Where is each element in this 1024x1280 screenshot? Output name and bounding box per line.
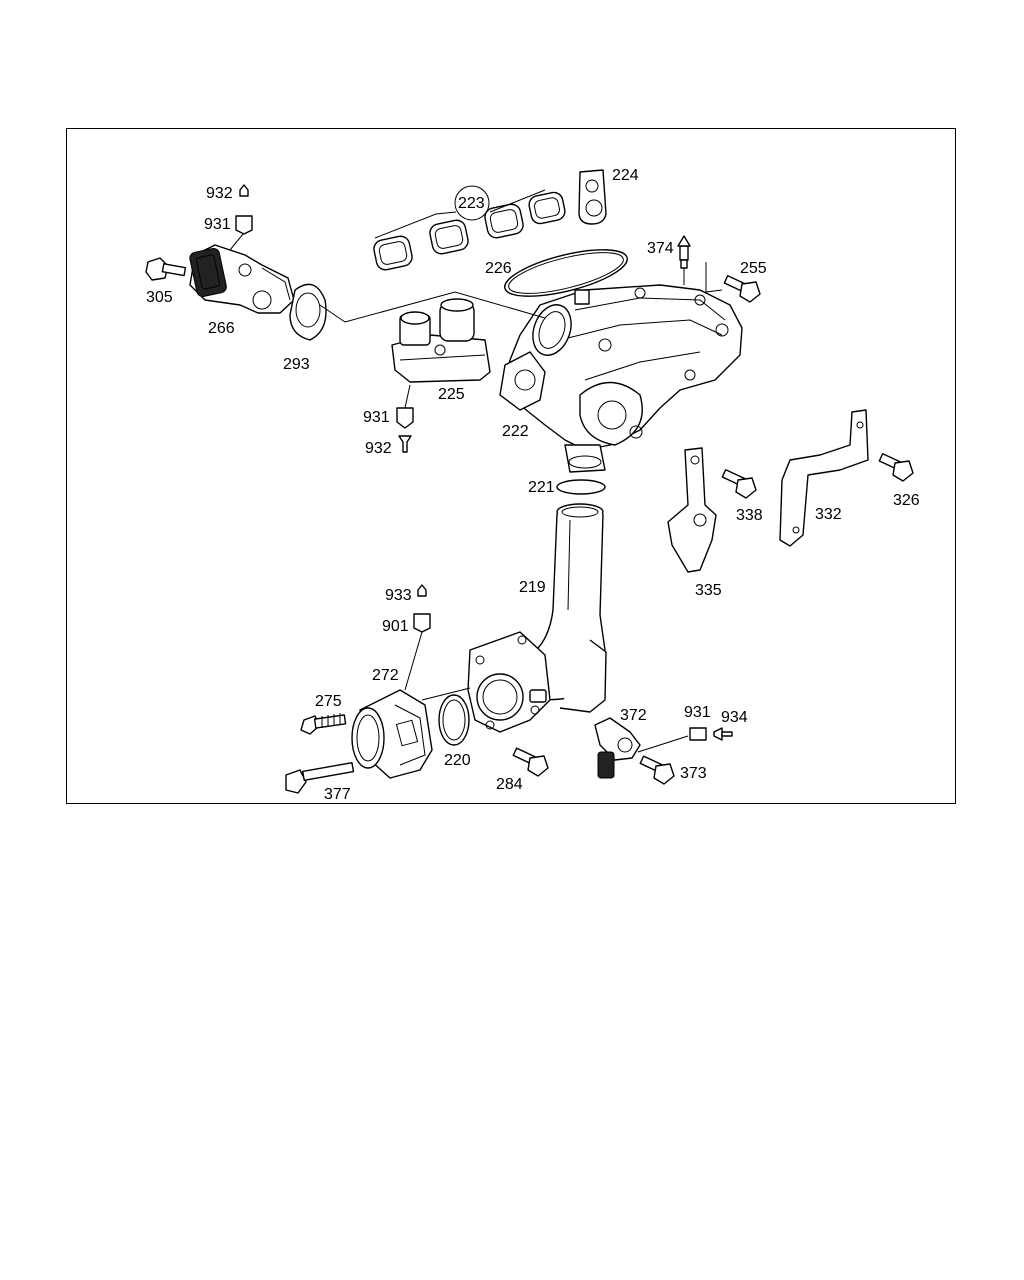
label-225: 225 <box>438 386 465 403</box>
actuator-225 <box>391 298 491 383</box>
leader-lines <box>229 233 723 753</box>
label-338: 338 <box>736 507 763 524</box>
bracket-332 <box>779 409 869 547</box>
label-275: 275 <box>315 693 342 710</box>
label-374: 374 <box>647 240 674 257</box>
o-ring-226 <box>504 249 628 297</box>
vent-374 <box>677 235 691 269</box>
part-labels: 932 931 305 266 293 223 224 226 374 255 … <box>146 167 920 803</box>
label-226: 226 <box>485 260 512 277</box>
connector-symbols <box>235 184 733 741</box>
label-377: 377 <box>324 786 351 803</box>
label-931: 931 <box>684 704 711 721</box>
label-934: 934 <box>721 709 748 726</box>
intake-manifold-222 <box>499 284 743 473</box>
bolt-305 <box>145 257 187 281</box>
intake-gasket-set-223 <box>373 185 566 271</box>
sensor-372 <box>594 717 641 779</box>
label-326: 326 <box>893 492 920 509</box>
label-272: 272 <box>372 667 399 684</box>
label-224: 224 <box>612 167 639 184</box>
label-219: 219 <box>519 579 546 596</box>
diagram-frame <box>66 128 956 804</box>
bolt-377 <box>285 762 355 794</box>
egr-valve-266 <box>189 244 295 314</box>
label-931: 931 <box>363 409 390 426</box>
bolt-275 <box>300 713 347 735</box>
label-373: 373 <box>680 765 707 782</box>
bolt-255 <box>723 275 761 303</box>
label-933: 933 <box>385 587 412 604</box>
label-332: 332 <box>815 506 842 523</box>
label-293: 293 <box>283 356 310 373</box>
label-220: 220 <box>444 752 471 769</box>
label-221: 221 <box>528 479 555 496</box>
label-255: 255 <box>740 260 767 277</box>
o-ring-220 <box>438 694 470 746</box>
throttle-valve-272 <box>351 689 433 779</box>
label-222: 222 <box>502 423 529 440</box>
label-223: 223 <box>458 195 485 212</box>
label-372: 372 <box>620 707 647 724</box>
gasket-293 <box>289 283 327 341</box>
label-932: 932 <box>206 185 233 202</box>
bolt-338 <box>721 469 757 499</box>
bolt-284 <box>512 747 549 777</box>
o-ring-221 <box>556 479 606 495</box>
bracket-335 <box>667 447 717 573</box>
throttle-flange-housing <box>467 631 551 733</box>
label-284: 284 <box>496 776 523 793</box>
label-266: 266 <box>208 320 235 337</box>
label-335: 335 <box>695 582 722 599</box>
label-931: 931 <box>204 216 231 233</box>
bolt-326 <box>878 453 914 482</box>
label-901: 901 <box>382 618 409 635</box>
label-305: 305 <box>146 289 173 306</box>
egr-gasket-224 <box>578 169 607 225</box>
label-932: 932 <box>365 440 392 457</box>
bolt-373 <box>639 755 675 785</box>
